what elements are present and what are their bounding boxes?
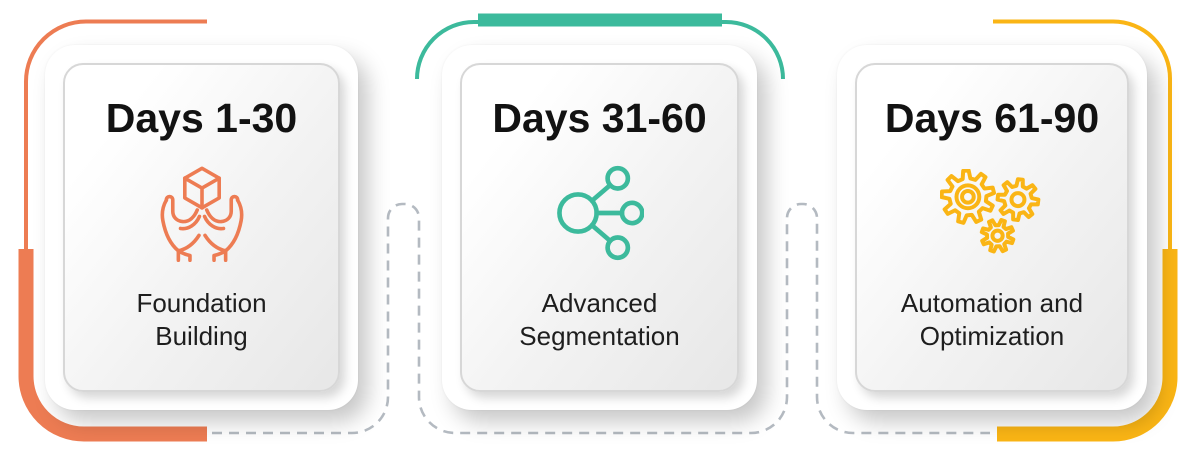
card-title: Days 61-90: [884, 95, 1100, 141]
card-title: Days 31-60: [492, 95, 707, 141]
card-subtitle: Foundation Building: [136, 288, 267, 351]
card-days-61-90: Days 61-90 Automation and Optimization: [837, 45, 1147, 410]
card-title: Days 1-30: [105, 95, 298, 141]
card-subtitle: Automation and Optimization: [900, 288, 1084, 351]
card-panel: Days 31-60 Advanced Segmentation: [460, 63, 739, 392]
gears-icon: [857, 163, 1127, 263]
card-days-1-30: Days 1-30 Foundation Building: [45, 45, 358, 410]
card-panel: Days 1-30 Foundation Building: [63, 63, 340, 392]
card-subtitle: Advanced Segmentation: [519, 288, 680, 351]
card-panel: Days 61-90 Automation and Optimization: [855, 63, 1129, 392]
card-days-31-60: Days 31-60 Advanced Segmentation: [442, 45, 757, 410]
hands-holding-box-icon: [65, 163, 338, 263]
network-nodes-icon: [462, 163, 737, 263]
